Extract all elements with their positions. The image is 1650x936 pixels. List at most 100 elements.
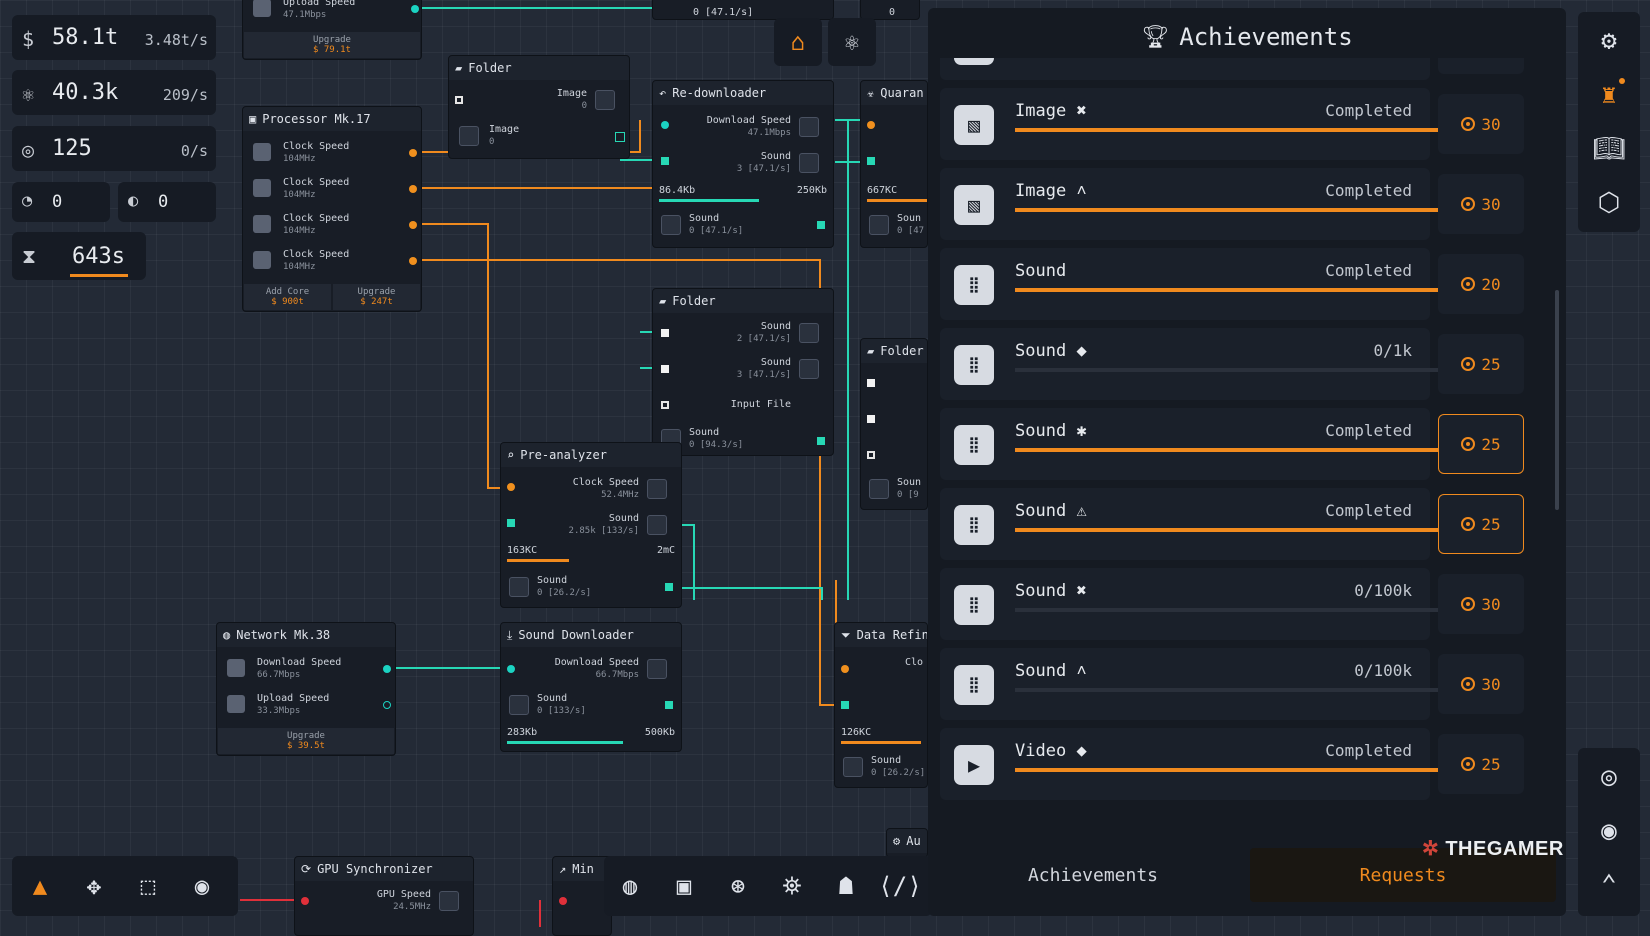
achievement-name: Video ◆ (1015, 741, 1087, 761)
achievements-button[interactable]: ♜ (1601, 80, 1617, 110)
claim-reward-button[interactable]: 30 (1438, 574, 1524, 634)
claim-reward-button[interactable]: 30 (1438, 94, 1524, 154)
upload-icon (227, 695, 245, 713)
claim-reward-button[interactable]: 25 (1438, 734, 1524, 794)
record-button[interactable]: ◉ (194, 872, 210, 900)
progress-right: 250Kb (796, 185, 827, 196)
satellite-tool-button[interactable]: ⛯ (782, 872, 802, 900)
collapse-button[interactable]: ⌃ (1601, 870, 1617, 900)
output-port[interactable] (817, 437, 825, 445)
research-button[interactable]: ⚛ (828, 18, 876, 66)
cpu-tool-button[interactable]: ▣ (676, 872, 692, 900)
sound-value: 2 [47.1/s] (736, 334, 791, 344)
input-port[interactable] (841, 665, 849, 673)
upload-port[interactable] (411, 5, 419, 13)
processor-upgrade-button[interactable]: Upgrade$ 247t (333, 284, 420, 310)
output-port[interactable] (817, 221, 825, 229)
upload-port[interactable] (383, 701, 391, 709)
output-port[interactable] (665, 583, 673, 591)
tab-requests[interactable]: Requests (1250, 848, 1556, 902)
input-port[interactable] (867, 121, 875, 129)
input-port[interactable] (867, 157, 875, 165)
book-button[interactable]: 📖︎ (1592, 134, 1626, 164)
image-icon: ▧ (954, 58, 994, 65)
claim-reward-button[interactable]: 20 (1438, 254, 1524, 314)
gpu-tool-button[interactable]: ⊛ (730, 872, 746, 900)
au-node[interactable]: ⚙Au (886, 828, 928, 858)
move-tool-button[interactable]: ✥ (86, 872, 102, 900)
core-port[interactable] (409, 257, 417, 265)
claim-reward-button[interactable]: 25 (1438, 58, 1524, 74)
input-port[interactable] (661, 121, 669, 129)
input-port[interactable] (841, 701, 849, 709)
core-port[interactable] (409, 221, 417, 229)
code-tool-button[interactable]: ⟨/⟩ (878, 872, 922, 900)
settings-button[interactable]: ⚙ (1601, 26, 1617, 56)
input-port[interactable] (507, 483, 515, 491)
select-tool-button[interactable]: ▲ (32, 872, 48, 900)
input-port[interactable] (867, 379, 875, 387)
add-core-button[interactable]: Add Core$ 900t (244, 284, 331, 310)
miner-node[interactable]: ↗Min (552, 856, 612, 936)
input-port[interactable] (661, 365, 669, 373)
claim-reward-button[interactable]: 30 (1438, 654, 1524, 714)
input-port[interactable] (661, 401, 669, 409)
claim-reward-button[interactable]: 25 (1438, 414, 1524, 474)
sound-node-fragment[interactable]: 0 [47.1 (860, 0, 920, 20)
token-button[interactable]: ◉ (1601, 816, 1617, 846)
claim-reward-button[interactable]: 25 (1438, 334, 1524, 394)
input-port[interactable] (507, 665, 515, 673)
upgrade-button[interactable]: Upgrade$ 79.1t (243, 31, 421, 59)
gpu-speed-value: 24.5MHz (393, 902, 431, 912)
box-select-button[interactable]: ⬚ (140, 872, 156, 900)
input-port[interactable] (301, 897, 309, 905)
input-port[interactable] (867, 415, 875, 423)
download-port[interactable] (383, 665, 391, 673)
swirl-button[interactable]: ◎ (1601, 762, 1617, 792)
network-upgrade-button[interactable]: Upgrade$ 39.5t (217, 727, 395, 755)
sound-node-fragment[interactable]: 0 [47.1/s] (652, 0, 834, 20)
folder-input-port[interactable] (455, 96, 463, 104)
network-tool-button[interactable]: ◍ (622, 872, 638, 900)
input-port[interactable] (661, 157, 669, 165)
core-port[interactable] (409, 185, 417, 193)
input-port[interactable] (661, 329, 669, 337)
search-icon: ⌕ (507, 448, 515, 462)
core-port[interactable] (409, 149, 417, 157)
tab-achievements[interactable]: Achievements (1027, 864, 1159, 886)
home-button[interactable]: ⌂ (774, 18, 822, 66)
input-port[interactable] (507, 519, 515, 527)
agent-tool-button[interactable]: ☗ (838, 872, 854, 900)
output-port[interactable] (665, 701, 673, 709)
claim-reward-button[interactable]: 30 (1438, 174, 1524, 234)
achievements-scrollbar[interactable] (1555, 290, 1559, 510)
claim-reward-button[interactable]: 25 (1438, 494, 1524, 554)
input-port[interactable] (867, 451, 875, 459)
folder-output-port[interactable] (615, 132, 625, 142)
input-port[interactable] (559, 897, 567, 905)
hexagon-button[interactable]: ⬡ (1597, 188, 1621, 218)
sound-label: Sound (760, 357, 791, 368)
